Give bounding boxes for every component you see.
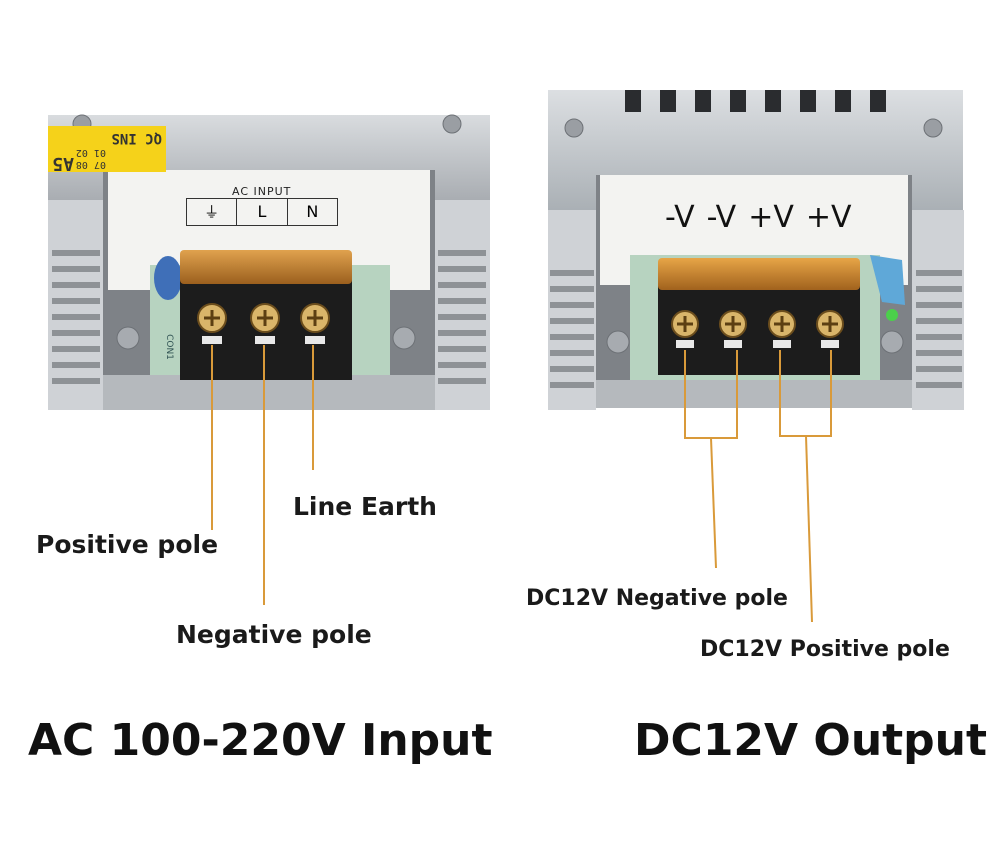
callout-dc-negative-pole: DC12V Negative pole [526, 586, 788, 611]
ac-input-unit [40, 110, 495, 420]
polarity-label-v-minus-1: -V [665, 200, 695, 235]
left-heat-fins [48, 200, 103, 410]
terminal-cover-strip [180, 250, 352, 284]
callout-positive-pole: Positive pole [36, 530, 219, 559]
left-heat-fins [548, 210, 596, 410]
polarity-label-v-plus-1: +V [748, 200, 794, 235]
polarity-label-v-minus-2: -V [706, 200, 737, 235]
dc-output-unit [540, 90, 970, 420]
earth-symbol-icon: ⏚ [187, 199, 238, 225]
input-terminal-screws [197, 303, 330, 344]
qc-sticker [48, 126, 166, 172]
bracket-negative [684, 350, 738, 439]
output-polarity-labels: -V -V +V +V [665, 200, 852, 235]
vent-slots [625, 90, 886, 112]
right-heat-fins [435, 200, 490, 410]
callout-line-earth: Line Earth [293, 492, 437, 521]
terminal-label-l: L [237, 199, 288, 225]
terminal-cover-strip [658, 258, 860, 290]
polarity-label-v-plus-2: +V [805, 200, 852, 235]
callout-negative-pole: Negative pole [176, 620, 372, 649]
bracket-positive [779, 350, 832, 437]
ac-input-terminal-legend: ⏚ L N [186, 198, 338, 226]
status-led [886, 309, 898, 321]
leader-dc-positive [805, 435, 813, 623]
right-heat-fins [912, 210, 964, 410]
callout-dc-positive-pole: DC12V Positive pole [700, 637, 950, 662]
leader-dc-negative [710, 437, 717, 569]
blue-tape [870, 255, 905, 305]
output-terminal-screws [671, 310, 844, 348]
ac-input-unit-illustration [48, 114, 490, 410]
caption-ac-input: AC 100-220V Input [28, 715, 493, 766]
ac-input-panel-heading: AC INPUT [232, 185, 292, 198]
capacitor [154, 256, 182, 300]
caption-dc-output: DC12V Output [634, 715, 988, 766]
dc-output-unit-illustration [548, 90, 964, 410]
terminal-label-n: N [306, 202, 319, 221]
